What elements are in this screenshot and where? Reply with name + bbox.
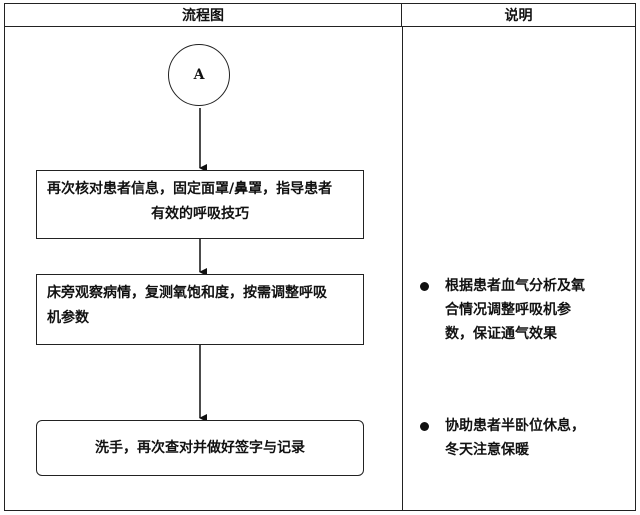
flow-step-2-line1: 床旁观察病情，复测氧饱和度，按需调整呼吸 — [47, 285, 327, 301]
flowchart-column-header: 流程图 — [5, 4, 402, 27]
bullet-icon — [420, 282, 429, 291]
start-connector-circle: A — [168, 44, 230, 106]
flow-step-1: 再次核对患者信息，固定面罩/鼻罩，指导患者 有效的呼吸技巧 — [36, 170, 364, 239]
flow-step-2-line2: 机参数 — [47, 310, 89, 326]
note-2-line1: 协助患者半卧位休息， — [445, 418, 585, 434]
note-item-2: 协助患者半卧位休息， 冬天注意保暖 — [420, 414, 585, 462]
flow-step-3-text: 洗手，再次查对并做好签字与记录 — [95, 439, 305, 456]
start-connector-label: A — [193, 67, 205, 83]
column-divider — [402, 27, 403, 510]
flowchart-table: 流程图 说明 — [4, 3, 636, 511]
note-2-line2: 冬天注意保暖 — [445, 442, 529, 458]
note-1-line2: 合情况调整呼吸机参 — [445, 302, 571, 318]
bullet-icon — [420, 422, 429, 431]
flow-step-2: 床旁观察病情，复测氧饱和度，按需调整呼吸 机参数 — [36, 274, 364, 345]
notes-column-header: 说明 — [402, 4, 635, 27]
flow-step-3: 洗手，再次查对并做好签字与记录 — [36, 420, 364, 476]
note-1-line1: 根据患者血气分析及氧 — [445, 278, 585, 294]
flow-step-1-line1: 再次核对患者信息，固定面罩/鼻罩，指导患者 — [47, 181, 333, 197]
note-1-line3: 数，保证通气效果 — [445, 326, 557, 342]
flow-step-1-line2: 有效的呼吸技巧 — [151, 206, 249, 222]
note-item-1: 根据患者血气分析及氧 合情况调整呼吸机参 数，保证通气效果 — [420, 274, 585, 346]
